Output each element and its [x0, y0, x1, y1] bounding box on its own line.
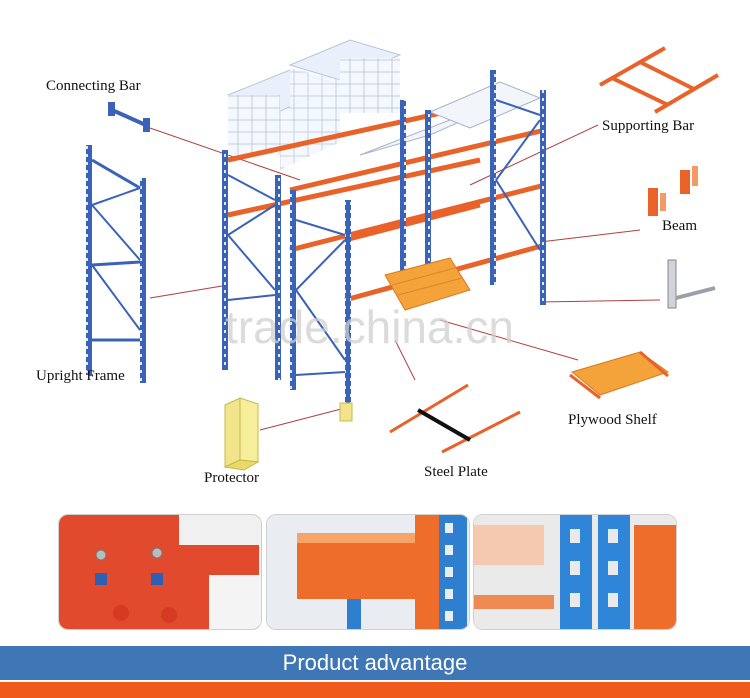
thumbnail-beam-joint — [266, 514, 470, 630]
connector-part — [667, 259, 716, 309]
main-rack — [222, 39, 546, 422]
plywood-shelf-part — [569, 350, 670, 400]
label-protector: Protector — [204, 470, 259, 486]
label-supporting-bar: Supporting Bar — [602, 118, 695, 134]
label-steel-plate: Steel Plate — [424, 464, 488, 480]
thumbnail-beam-connector — [58, 514, 262, 630]
supporting-bar-part — [599, 46, 720, 114]
product-advantage-banner: Product advantage — [0, 646, 750, 680]
thumbnail-strip — [0, 510, 750, 632]
bottom-strip — [0, 682, 750, 698]
connecting-bar-part — [108, 102, 150, 132]
label-beam: Beam — [662, 218, 697, 234]
beam-part — [648, 166, 698, 216]
upright-frame-part — [86, 145, 146, 383]
label-plywood-shelf: Plywood Shelf — [568, 412, 657, 428]
rack-diagram — [86, 39, 720, 471]
watermark: trade.china.cn — [225, 301, 514, 353]
label-connecting-bar: Connecting Bar — [46, 78, 141, 94]
label-upright-frame: Upright Frame — [36, 368, 125, 384]
steel-plate-part — [389, 383, 521, 454]
thumbnail-upright-holes — [473, 514, 677, 630]
protector-part — [223, 397, 260, 471]
